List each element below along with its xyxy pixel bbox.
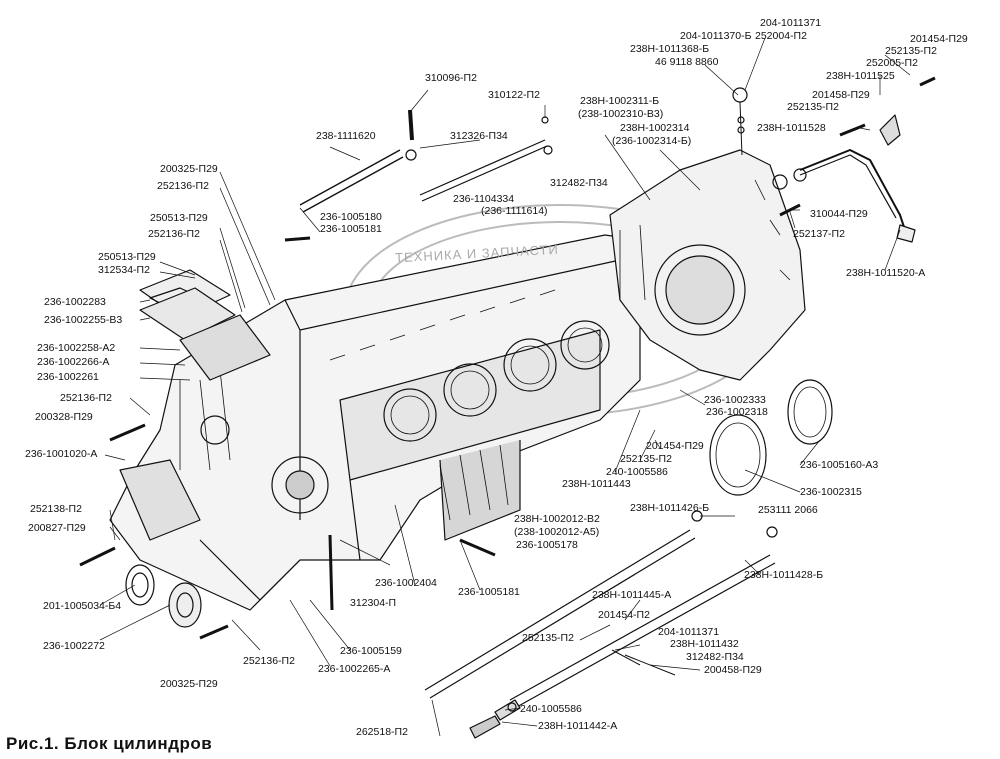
part-label: 252135-П2: [620, 453, 672, 465]
part-label: 204-1011371: [760, 17, 822, 29]
part-label: 310044-П29: [810, 208, 868, 220]
part-label: 240-1005586: [606, 466, 668, 478]
part-label: 252136-П2: [157, 180, 209, 192]
part-label: 238Н-1011525: [826, 70, 895, 82]
part-label: 238Н-1011520-А: [846, 267, 926, 279]
part-label: 236-1005181: [458, 586, 520, 598]
part-label: 310096-П2: [425, 72, 477, 84]
part-label: 236-1002318: [706, 406, 768, 418]
part-label: 238Н-1011443: [562, 478, 631, 490]
part-label: 236-1005181: [320, 223, 382, 235]
part-label: 238Н-1002012-В2: [514, 513, 600, 525]
part-label: 250513-П29: [150, 212, 208, 224]
part-label: 236-1001020-А: [25, 448, 98, 460]
part-label: 236-1002258-А2: [37, 342, 116, 354]
part-label: 236-1005178: [516, 539, 578, 551]
part-label: 252136-П2: [243, 655, 295, 667]
part-label: 238-1111620: [316, 130, 376, 142]
part-label: 201458-П29: [812, 89, 870, 101]
part-label: 236-1002255-В3: [44, 314, 123, 326]
part-label: 236-1002283: [44, 296, 106, 308]
part-label: (236-1002314-Б): [612, 135, 692, 147]
part-label: 240-1005586: [520, 703, 582, 715]
part-label: 201454-П29: [910, 33, 968, 45]
part-label: (236-1111614): [481, 205, 548, 217]
part-label: 236-1005159: [340, 645, 402, 657]
part-label: 201454-П2: [598, 609, 650, 621]
part-label: 252136-П2: [60, 392, 112, 404]
part-label: 236-1002266-А: [37, 356, 110, 368]
part-label: 200458-П29: [704, 664, 762, 676]
part-label: 312482-П34: [686, 651, 744, 663]
part-label: 250513-П29: [98, 251, 156, 263]
part-label: 312482-П34: [550, 177, 608, 189]
part-label: 238Н-1011432: [670, 638, 739, 650]
part-label: 252136-П2: [148, 228, 200, 240]
part-label: 200827-П29: [28, 522, 86, 534]
oil-seals: [125, 379, 833, 628]
part-label: 46 9118 8860: [655, 56, 719, 68]
part-label: 252135-П2: [787, 101, 839, 113]
part-label: 236-1005180: [320, 211, 382, 223]
part-label: 238Н-1011445-А: [592, 589, 672, 601]
part-label: 204-1011371: [658, 626, 720, 638]
part-label: 238Н-1011426-Б: [630, 502, 710, 514]
top-cover-plates: [139, 269, 271, 381]
part-label: 236-1002315: [800, 486, 862, 498]
part-label: 238Н-1011528: [757, 122, 826, 134]
oil-tubes: [284, 87, 916, 243]
part-label: 252135-П2: [522, 632, 574, 644]
part-label: 252138-П2: [30, 503, 82, 515]
part-label: 252005-П2: [866, 57, 918, 69]
part-label: (238-1002310-В3): [578, 108, 664, 120]
part-label: 236-1002333: [704, 394, 766, 406]
part-label: 200328-П29: [35, 411, 93, 423]
part-label: 252135-П2: [885, 45, 937, 57]
part-label: 238Н-1011442-А: [538, 720, 618, 732]
leader-lines: [99, 37, 911, 737]
part-label: 236-1002272: [43, 640, 105, 652]
part-label: 238Н-1011428-Б: [744, 569, 824, 581]
part-label: 200325-П29: [160, 678, 218, 690]
part-label: 238Н-1002311-Б: [580, 95, 660, 107]
part-label: 238Н-1011368-Б: [630, 43, 710, 55]
part-label: 236-1104334: [453, 193, 515, 205]
part-label: 312326-П34: [450, 130, 508, 142]
part-label: 236-1002265-А: [318, 663, 391, 675]
part-label: 204-1011370-Б: [680, 30, 752, 42]
part-label: 253111 2066: [758, 504, 818, 516]
part-label: 238Н-1002314: [620, 122, 690, 134]
part-label: 252004-П2: [755, 30, 807, 42]
part-label: 310122-П2: [488, 89, 540, 101]
flywheel-housing: [609, 149, 806, 381]
part-label: 252137-П2: [793, 228, 845, 240]
part-label: 201-1005034-Б4: [43, 600, 122, 612]
part-label: 262518-П2: [356, 726, 408, 738]
part-label: 312304-П: [350, 597, 397, 609]
part-label: (238-1002012-А5): [514, 526, 600, 538]
part-label: 201454-П29: [646, 440, 704, 452]
bolts: [79, 76, 936, 640]
part-label: 236-1002261: [37, 371, 99, 383]
figure-caption: Рис.1. Блок цилиндров: [6, 734, 213, 753]
part-label: 236-1005160-А3: [800, 459, 879, 471]
part-label: 200325-П29: [160, 163, 218, 175]
oil-pipes: [424, 510, 778, 739]
part-label: 236-1002404: [375, 577, 437, 589]
part-label: 312534-П2: [98, 264, 150, 276]
